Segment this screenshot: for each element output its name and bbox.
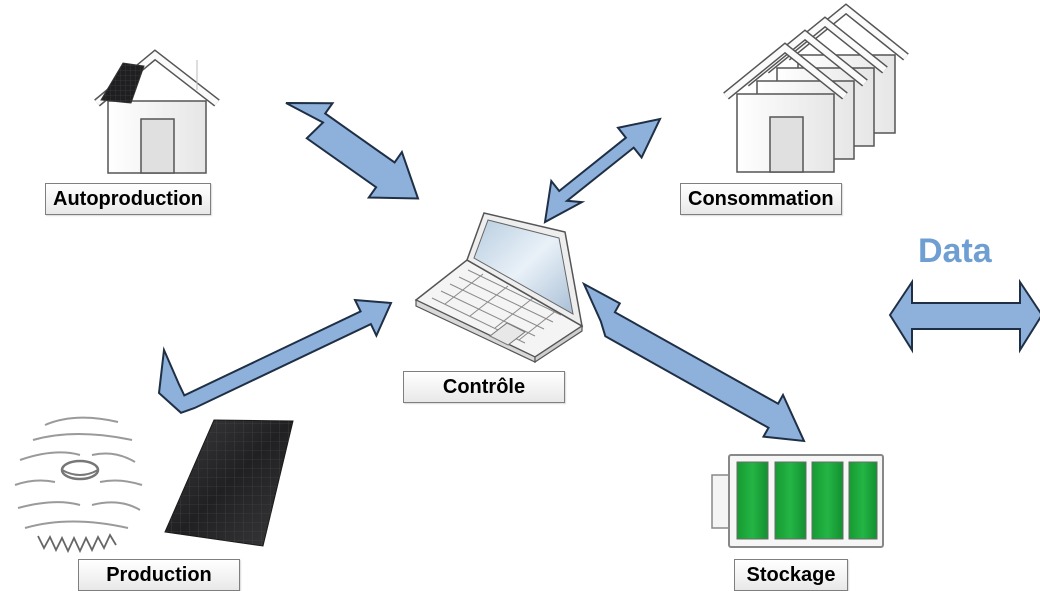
label-consommation: Consommation bbox=[680, 183, 842, 215]
wind-turbine-icon bbox=[14, 416, 143, 554]
arrow-autoproduction-controle bbox=[285, 102, 420, 200]
laptop-icon bbox=[414, 212, 584, 364]
houses-icon bbox=[723, 3, 909, 173]
label-stockage: Stockage bbox=[734, 559, 848, 591]
label-controle: Contrôle bbox=[403, 371, 565, 403]
solar-panel-icon bbox=[164, 419, 294, 547]
arrow-consommation-controle bbox=[543, 117, 662, 224]
data-title: Data bbox=[918, 232, 992, 270]
label-autoproduction: Autoproduction bbox=[45, 183, 211, 215]
arrow-data bbox=[888, 278, 1040, 354]
arrow-controle-stockage bbox=[581, 281, 806, 443]
battery-icon bbox=[711, 454, 884, 548]
house-icon bbox=[94, 49, 220, 174]
arrow-production-controle bbox=[157, 298, 393, 414]
label-production: Production bbox=[78, 559, 240, 591]
